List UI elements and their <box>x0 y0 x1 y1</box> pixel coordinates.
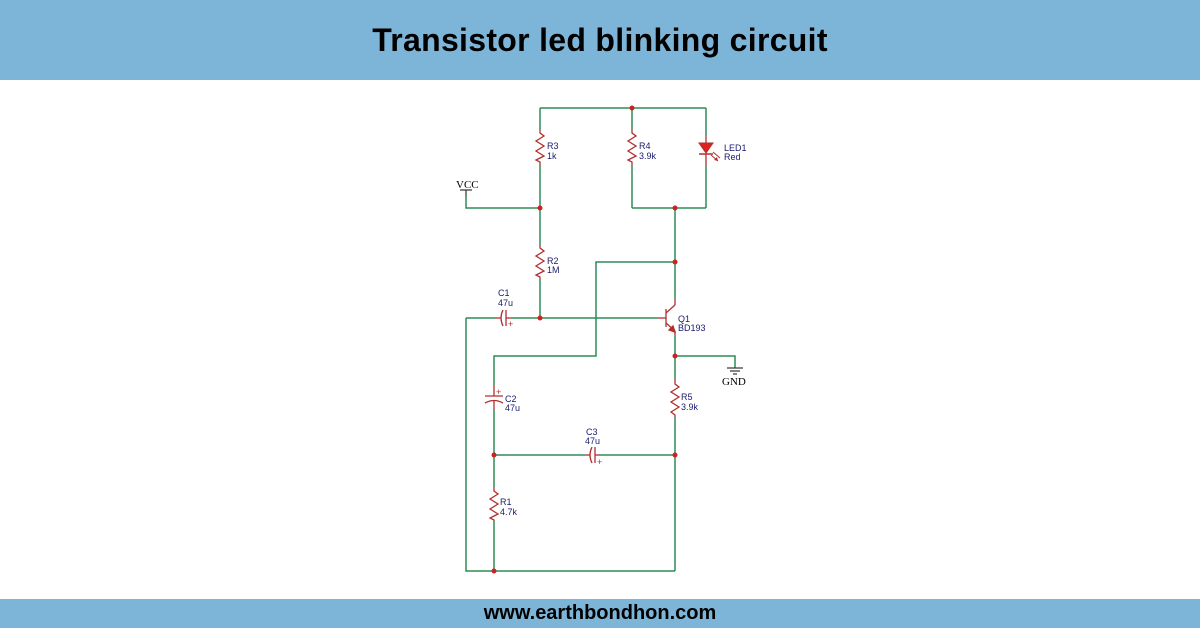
c1-plus: + <box>508 319 513 329</box>
c1-value: 47u <box>498 298 513 308</box>
resistors <box>488 130 681 522</box>
junction <box>672 452 678 458</box>
wire-gnd <box>675 355 736 368</box>
r3-ref: R3 <box>547 141 559 151</box>
r2-value: 1M <box>547 265 560 275</box>
junction <box>491 452 497 458</box>
c2-ref: C2 <box>505 394 517 404</box>
junction <box>537 205 543 211</box>
gnd-label: GND <box>722 376 746 388</box>
r1-ref: R1 <box>500 497 512 507</box>
c3-ref: C3 <box>586 427 598 437</box>
c3-plus: + <box>597 457 602 467</box>
r4-ref: R4 <box>639 141 651 151</box>
transistor-icon <box>658 300 677 336</box>
led1-value: Red <box>724 152 741 162</box>
junctions <box>491 105 678 574</box>
r5-value: 3.9k <box>681 402 699 412</box>
resistor-r5 <box>669 380 681 418</box>
junction <box>629 105 635 111</box>
r3-value: 1k <box>547 151 557 161</box>
resistor-r2 <box>534 245 546 280</box>
ground-icon <box>727 367 743 375</box>
wire-feedback <box>493 261 675 385</box>
c3-value: 47u <box>585 436 600 446</box>
junction <box>672 259 678 265</box>
capacitors <box>484 309 600 464</box>
capacitor-c2 <box>484 385 504 410</box>
resistor-r3 <box>534 130 546 165</box>
junction <box>491 568 497 574</box>
junction <box>537 315 543 321</box>
polarity-marks: + + + <box>496 319 602 467</box>
q1-value: BD193 <box>678 323 706 333</box>
website-link[interactable]: www.earthbondhon.com <box>483 602 717 624</box>
led1-ref: LED1 <box>724 143 747 153</box>
wire-vcc <box>465 196 540 209</box>
led-icon <box>698 135 721 165</box>
q1-ref: Q1 <box>678 314 690 324</box>
c2-value: 47u <box>505 403 520 413</box>
capacitor-c3 <box>585 446 600 464</box>
wire-outer-loop <box>465 318 675 572</box>
footer-banner: www.earthbondhon.com <box>0 599 1200 628</box>
page-title: Transistor led blinking circuit <box>372 21 828 58</box>
r5-ref: R5 <box>681 392 693 402</box>
title-banner: Transistor led blinking circuit <box>0 0 1200 80</box>
c1-ref: C1 <box>498 288 510 298</box>
junction <box>672 353 678 359</box>
r4-value: 3.9k <box>639 151 657 161</box>
r1-value: 4.7k <box>500 507 518 517</box>
r2-ref: R2 <box>547 256 559 266</box>
wires <box>465 107 736 572</box>
vcc-label: VCC <box>456 179 479 191</box>
junction <box>672 205 678 211</box>
resistor-r4 <box>626 130 638 165</box>
c2-plus: + <box>496 387 501 397</box>
vcc-icon <box>460 189 472 196</box>
capacitor-c1 <box>496 309 512 327</box>
resistor-r1 <box>488 488 500 522</box>
